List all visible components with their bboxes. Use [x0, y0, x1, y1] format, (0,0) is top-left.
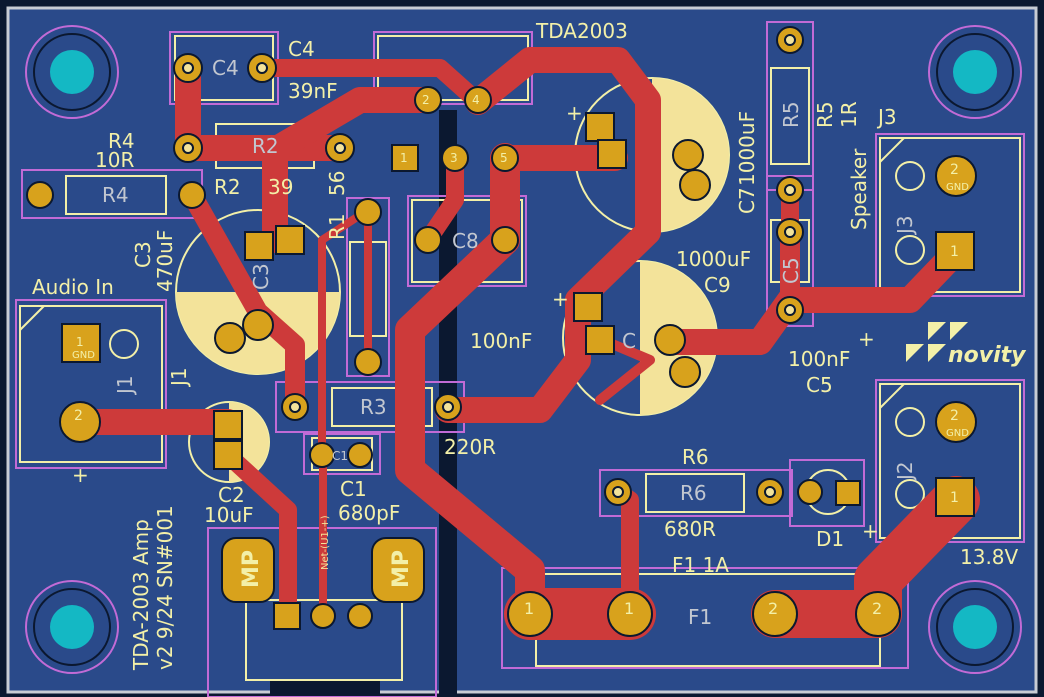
- tda-pin3-label: 3: [450, 151, 458, 165]
- tda-pin4-label: 4: [472, 93, 480, 107]
- c5-fab-label: C5: [779, 257, 803, 284]
- f1-pin1a-label: 1: [524, 599, 534, 618]
- j2-fab-label: J2: [893, 461, 917, 482]
- r2-fab-label: R2: [252, 134, 279, 158]
- title-line2: v2 9/24 SN#001: [153, 505, 177, 670]
- supply-label: 13.8V: [960, 545, 1019, 569]
- plus-mark-c9: +: [552, 287, 569, 311]
- f1-value-label: F1 1A: [672, 553, 729, 577]
- c4-value-label: 39nF: [288, 79, 338, 103]
- c1-ref-label: C1: [340, 477, 367, 501]
- mounting-hole-tr: [928, 25, 1022, 119]
- d1-ref-label: D1: [816, 527, 844, 551]
- r3-fab-label: R3: [360, 395, 387, 419]
- plus-mark-c5: +: [858, 327, 875, 351]
- c2-ref-label: C2: [218, 483, 245, 507]
- r3-value-label: 220R: [444, 435, 496, 459]
- r5-value-label: 1R: [837, 101, 861, 128]
- net-label: Net-(U1-+): [320, 515, 331, 570]
- r5-ref-label: R5: [813, 101, 837, 128]
- brand-label: novity: [948, 343, 1027, 368]
- f1-pin1b-label: 1: [624, 599, 634, 618]
- f1-pin2b-label: 2: [872, 599, 882, 618]
- r5-fab-label: R5: [779, 101, 803, 128]
- r6-value-label: 680R: [664, 517, 716, 541]
- copper-traces: [67, 47, 980, 640]
- c4-fab-label: C4: [212, 56, 239, 80]
- c1-fab-label: C1: [332, 449, 348, 463]
- j1-fab-label: J1: [113, 375, 137, 396]
- speaker-label: Speaker: [847, 148, 871, 230]
- c8-fab-label: C8: [452, 229, 479, 253]
- mounting-hole-br: [928, 580, 1022, 674]
- j1-gnd-label: GND: [72, 350, 95, 361]
- plus-mark-j2: +: [862, 519, 879, 543]
- tda-pin1-label: 1: [400, 151, 408, 165]
- title-line1: TDA-2003 Amp: [129, 519, 153, 671]
- brand-logo: novity: [906, 322, 1027, 368]
- tda-label: TDA2003: [535, 19, 628, 43]
- mp-left-label: MP: [239, 550, 264, 588]
- c9-value-label: 1000uF: [676, 247, 751, 271]
- j1-pin2-label: 2: [74, 408, 83, 424]
- fab-labels: C4 R2 R4 C3 C8 J1 R3 C1 R5 C5 J3 J2 R6 F…: [102, 56, 917, 629]
- c5-ref-label: C5: [806, 373, 833, 397]
- r4-value-label: 10R: [95, 148, 134, 172]
- audio-in-label: Audio In: [32, 275, 114, 299]
- j3-pin1-label: 1: [950, 244, 959, 260]
- r6-ref-label: R6: [682, 445, 709, 469]
- c5-value-label: 100nF: [788, 347, 850, 371]
- c9-ref-label: C9: [704, 273, 731, 297]
- pad-labels: MP MP Net-(U1-+) GND GND GND 2 1 2 1 1 1…: [72, 93, 969, 618]
- r4-fab-label: R4: [102, 183, 129, 207]
- connector-keepout: [270, 680, 380, 697]
- j3-fab-label: J3: [893, 215, 917, 236]
- c9-fab-label: C: [622, 329, 636, 353]
- silk-labels: TDA2003 C4 39nF R4 10R R2 39 R1 56 C3 47…: [32, 19, 1019, 671]
- j3-gnd-label: GND: [946, 182, 969, 193]
- c4-ref-label: C4: [288, 37, 315, 61]
- c3-ref-label: C3: [131, 241, 155, 268]
- c7-ref-label: C7: [735, 187, 759, 214]
- tda-pin5-label: 5: [500, 151, 508, 165]
- j2-gnd-label: GND: [946, 428, 969, 439]
- j2-pin1-label: 1: [950, 490, 959, 506]
- c2-value-label: 10uF: [204, 503, 254, 527]
- f1-pin2a-label: 2: [768, 599, 778, 618]
- r1-value-label: 56: [325, 171, 349, 196]
- c3-fab-label: C3: [249, 263, 273, 290]
- r2-value-label: 39: [268, 175, 293, 199]
- r1-ref-label: R1: [325, 213, 349, 240]
- mounting-hole-bl: [25, 580, 119, 674]
- r4-ref-label: R4: [108, 129, 135, 153]
- mounting-hole-tl: [25, 25, 119, 119]
- plus-mark-c7: +: [566, 101, 583, 125]
- pads: [26, 26, 977, 637]
- mp-right-label: MP: [389, 550, 414, 588]
- j1-pin1-label: 1: [76, 335, 84, 349]
- c1-value-label: 680pF: [338, 501, 400, 525]
- plus-mark-j1: +: [72, 463, 89, 487]
- f1-fab-label: F1: [688, 605, 712, 629]
- j3-pin2-label: 2: [950, 162, 959, 178]
- c7-value-label: 1000uF: [735, 111, 759, 186]
- r6-fab-label: R6: [680, 481, 707, 505]
- tda-pin2-label: 2: [422, 93, 430, 107]
- j3-ref-label: J3: [876, 105, 897, 129]
- j1-ref-label: J1: [167, 367, 191, 388]
- c6-value-label: 100nF: [470, 329, 532, 353]
- r2-ref-label: R2: [214, 175, 241, 199]
- c3-value-label: 470uF: [153, 230, 177, 292]
- j2-pin2-label: 2: [950, 408, 959, 424]
